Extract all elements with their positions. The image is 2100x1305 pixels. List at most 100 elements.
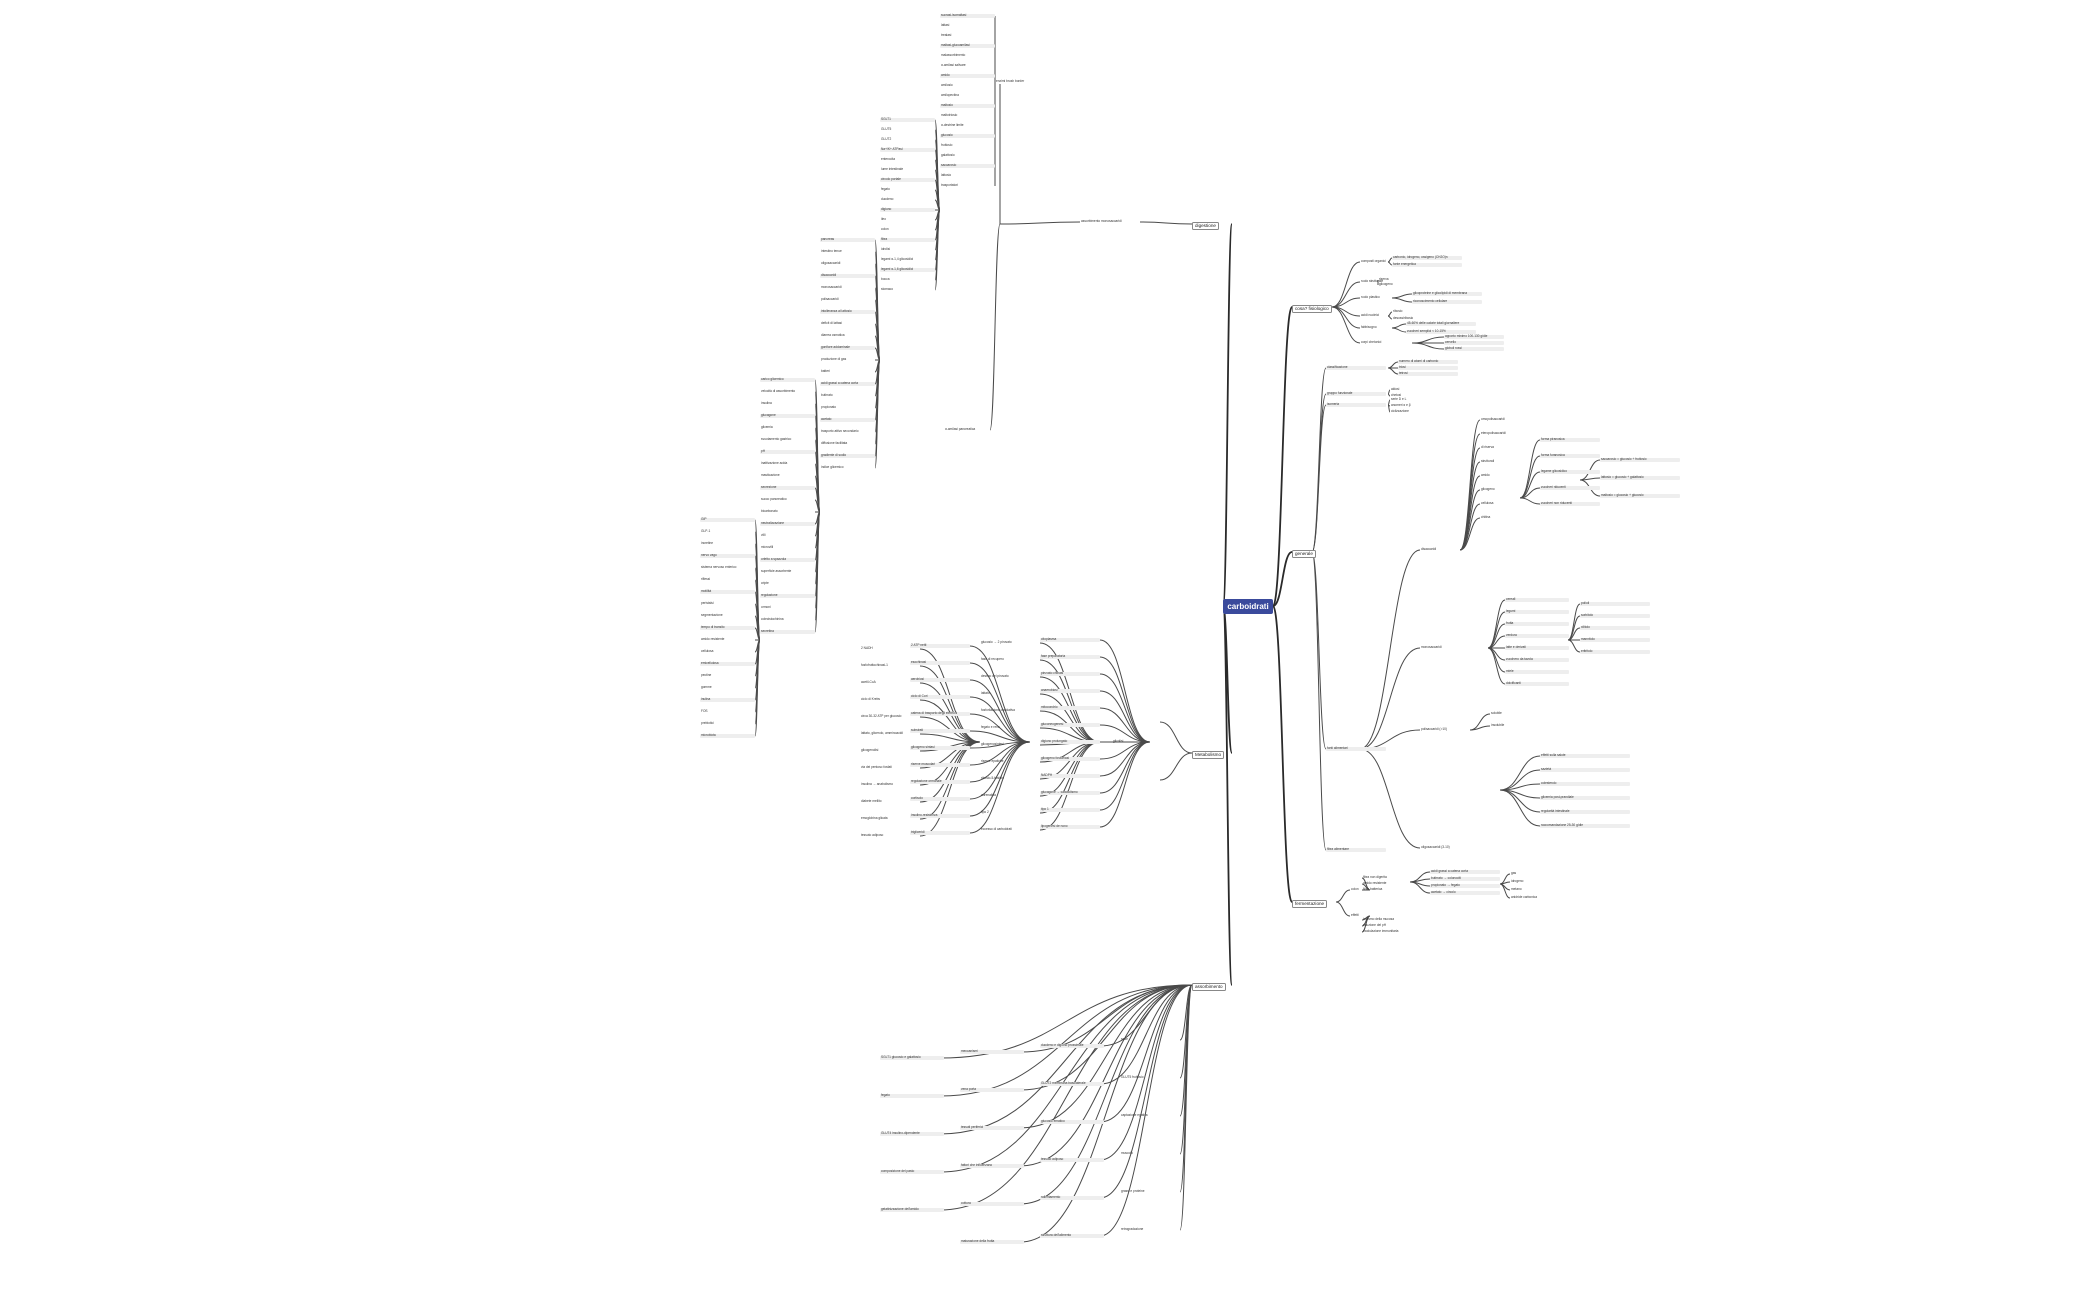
- topic-f3[interactable]: amido resistente: [1363, 881, 1387, 885]
- topic-maltosio[interactable]: maltosio: [940, 103, 995, 108]
- topic-a1[interactable]: sede: [1121, 1037, 1128, 1041]
- topic-m16[interactable]: ciclo di Cori: [910, 694, 970, 699]
- topic-c1[interactable]: ruolo plastico: [1361, 295, 1380, 299]
- topic-m41[interactable]: diabete mellito: [861, 799, 882, 803]
- topic-sglt1[interactable]: SGLT1: [880, 117, 935, 122]
- topic-bocca[interactable]: bocca: [881, 277, 890, 281]
- topic-deficit-lattasi[interactable]: deficit di lattasi: [821, 321, 842, 325]
- topic-a6[interactable]: GLUT2 membrana basolaterale: [1040, 1081, 1104, 1086]
- topic-secrezione[interactable]: secrezione: [760, 485, 815, 490]
- topic-secretina[interactable]: secretina: [760, 629, 815, 634]
- topic-m22[interactable]: gluconeogenesi: [1040, 722, 1100, 727]
- topic-a5[interactable]: GLUT5 fruttosio: [1121, 1075, 1144, 1079]
- topic-m25[interactable]: lattato, glicerolo, amminoacidi: [861, 731, 903, 735]
- topic-g54[interactable]: glicemia post-prandiale: [1540, 795, 1630, 800]
- topic-amilopectina[interactable]: amilopectina: [941, 93, 959, 97]
- topic-colon[interactable]: colon: [881, 227, 889, 231]
- topic-g3[interactable]: triosi: [1398, 365, 1458, 370]
- topic-na-k-atpasi[interactable]: Na+/K+ ATPasi: [880, 147, 935, 152]
- topic-m20[interactable]: catena di trasporto degli elettroni: [910, 711, 970, 716]
- topic-monosaccaridi[interactable]: monosaccaridi: [821, 285, 842, 289]
- topic-pancreas[interactable]: pancreas: [820, 237, 875, 242]
- topic-m40[interactable]: cortisolo: [910, 796, 970, 801]
- topic-enterocita[interactable]: enterocita: [881, 157, 895, 161]
- topic-m2[interactable]: citoplasma: [1040, 637, 1100, 642]
- topic-riflessi[interactable]: riflessi: [701, 577, 711, 581]
- topic-glut2[interactable]: GLUT2: [881, 137, 892, 141]
- topic-f12[interactable]: anidride carbonica: [1511, 895, 1538, 899]
- topic-g44[interactable]: sorbitolo: [1580, 613, 1650, 618]
- topic-enzimi[interactable]: enzimi brush border: [996, 79, 1025, 83]
- topic-a21[interactable]: retrogradazione: [1121, 1227, 1144, 1231]
- topic-g46[interactable]: mannitolo: [1580, 637, 1650, 642]
- topic-f14[interactable]: trofismo della mucosa: [1363, 917, 1395, 921]
- topic-m8[interactable]: esochinasi: [910, 660, 970, 665]
- topic-a22[interactable]: struttura dell'alimento: [1040, 1233, 1104, 1238]
- topic-f15[interactable]: riduzione del pH: [1363, 923, 1387, 927]
- topic-g53[interactable]: colesterolo: [1540, 781, 1630, 786]
- topic-f10[interactable]: idrogeno: [1511, 879, 1524, 883]
- topic-f8[interactable]: acetato → circolo: [1430, 890, 1500, 895]
- topic-amilasi-salivare[interactable]: α-amilasi salivare: [941, 63, 966, 67]
- topic-a16[interactable]: composizione del pasto: [880, 1169, 944, 1174]
- topic-a3[interactable]: meccanismi: [960, 1049, 1024, 1054]
- topic-glut5[interactable]: GLUT5: [881, 127, 892, 131]
- topic-digiuno[interactable]: digiuno: [880, 207, 935, 212]
- topic-g12[interactable]: oligosaccaridi (3-10): [1421, 845, 1450, 849]
- topic-f11[interactable]: metano: [1511, 887, 1522, 891]
- topic-disaccaridi[interactable]: disaccaridi: [820, 273, 875, 278]
- topic-a2[interactable]: carbonio, idrogeno, ossigeno (CH2O)n: [1392, 255, 1462, 260]
- topic-a2[interactable]: duodeno e digiuno prossimale: [1040, 1043, 1104, 1048]
- topic-m43[interactable]: tipo 2: [981, 810, 989, 814]
- topic-masticazione[interactable]: masticazione: [761, 473, 780, 477]
- topic-g9[interactable]: chetosi: [1391, 393, 1402, 397]
- topic-prebiotici[interactable]: prebiotici: [701, 721, 714, 725]
- topic-superficie[interactable]: superficie assorbente: [761, 569, 792, 573]
- topic-intestino-tenue[interactable]: intestino tenue: [821, 249, 842, 253]
- topic-GIP[interactable]: GIP: [700, 517, 755, 522]
- topic-inattivazione-acida[interactable]: inattivazione acida: [761, 461, 788, 465]
- topic-g21[interactable]: chitina: [1481, 515, 1491, 519]
- topic-m12[interactable]: aerobiosi: [910, 677, 970, 682]
- topic-m4[interactable]: 2 ATP netti: [910, 643, 970, 648]
- branch-generale[interactable]: generale: [1292, 550, 1316, 558]
- topic-gradiente-sodio[interactable]: gradiente di sodio: [820, 453, 875, 458]
- topic-a17[interactable]: grassi e proteine: [1121, 1189, 1145, 1193]
- topic-gonfiore[interactable]: gonfiore addominale: [820, 345, 875, 350]
- topic-m3[interactable]: glucosio → 2 piruvato: [981, 640, 1012, 644]
- topic-e3[interactable]: zuccheri semplici < 10-15%: [1406, 329, 1476, 334]
- topic-duodeno[interactable]: duodeno: [881, 197, 894, 201]
- topic-g20[interactable]: cellulosa: [1481, 501, 1494, 505]
- topic-indice-glicemico[interactable]: indice glicemico: [821, 465, 844, 469]
- topic-g52[interactable]: sazietà: [1540, 767, 1630, 772]
- topic-m26[interactable]: digiuno prolungato: [1040, 739, 1100, 744]
- topic-g55[interactable]: regolarità intestinale: [1540, 809, 1630, 814]
- topic-villi[interactable]: villi: [761, 533, 766, 537]
- topic-segmentazione[interactable]: segmentazione: [701, 613, 723, 617]
- topic-g25[interactable]: ciclizzazione: [1391, 409, 1409, 413]
- topic-g7[interactable]: gruppo funzionale: [1326, 391, 1386, 396]
- topic-m35[interactable]: ribosio-5-fosfato: [981, 776, 1004, 780]
- topic-d1[interactable]: acidi nucleici: [1361, 313, 1380, 317]
- topic-idrolisi[interactable]: idrolisi: [881, 247, 891, 251]
- topic-g24[interactable]: anomeri α e β: [1391, 403, 1411, 407]
- topic-ileo[interactable]: ileo: [881, 217, 886, 221]
- topic-m19[interactable]: fosforilazione ossidativa: [981, 708, 1015, 712]
- topic-propionato[interactable]: propionato: [821, 405, 837, 409]
- topic-m34[interactable]: NADPH: [1040, 773, 1100, 778]
- topic-inulina[interactable]: inulina: [700, 697, 755, 702]
- topic-g17[interactable]: strutturali: [1481, 459, 1495, 463]
- topic-a13[interactable]: muscolo: [1121, 1151, 1133, 1155]
- topic-fruttosio[interactable]: fruttosio: [941, 143, 953, 147]
- topic-f4[interactable]: flora batterica: [1363, 887, 1383, 891]
- topic-amilosio[interactable]: amilosio: [941, 83, 953, 87]
- topic-g39[interactable]: latte e derivati: [1505, 645, 1569, 650]
- topic-g11[interactable]: disaccaridi: [1421, 547, 1437, 551]
- topic-acidi-grassi[interactable]: acidi grassi a catena corta: [820, 381, 875, 386]
- topic-a7[interactable]: vena porta: [960, 1087, 1024, 1092]
- topic-g27[interactable]: forma furanosica: [1540, 453, 1600, 458]
- topic-m49[interactable]: tessuto adiposo: [861, 833, 884, 837]
- topic-g8[interactable]: aldosi: [1391, 387, 1400, 391]
- topic-svuotamento-gastrico[interactable]: svuotamento gastrico: [761, 437, 792, 441]
- topic-peristalsi[interactable]: peristalsi: [701, 601, 714, 605]
